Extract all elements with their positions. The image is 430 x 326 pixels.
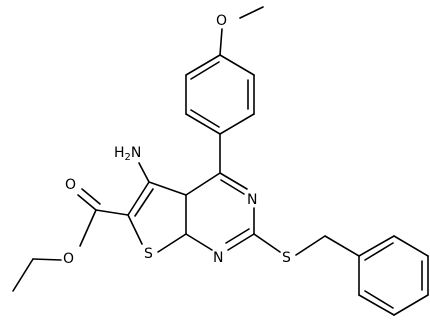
bond-ph-4 — [393, 294, 429, 316]
bond-c5-c6 — [127, 181, 150, 216]
bond-oxygen-aryl — [219, 28, 223, 56]
bond-ch2-phenyl — [324, 235, 360, 257]
bond-aryl-3 — [219, 113, 255, 135]
bond-s-ch2 — [295, 235, 326, 256]
bond-methyl-oxygen — [239, 6, 264, 19]
bond-n1-c7a — [185, 233, 213, 251]
bond-c4a-c5 — [148, 181, 187, 196]
amino-label: H2N — [114, 145, 141, 163]
thioether-sulfur-label: S — [282, 250, 291, 266]
bond-aryl-6 — [185, 54, 221, 76]
bond-c5-amino — [138, 162, 150, 183]
bond-ph-1 — [358, 235, 395, 257]
bond-ethyl — [12, 258, 34, 292]
nitrogen-top-label: N — [247, 192, 257, 208]
bond-c2-n1-double — [225, 228, 250, 244]
methoxy-oxygen-label: O — [216, 13, 227, 29]
bond-s7-c7a — [157, 233, 187, 253]
bond-ph-5-double — [364, 290, 394, 309]
bond-carbonyl-ester-oxygen — [79, 209, 97, 247]
bond-aryl-4-double — [190, 109, 220, 128]
bond-c4-n3-double — [220, 179, 245, 195]
ester-oxygen-label: O — [63, 251, 74, 267]
bond-ph-1-double — [364, 242, 394, 261]
bonds — [12, 6, 429, 316]
bond-c6-carbonyl — [95, 209, 129, 216]
bond-c2-s — [253, 233, 281, 253]
bond-aryl-1 — [219, 54, 255, 76]
atom-labels: H2N S S N N O O O — [63, 13, 291, 267]
bond-ester-oxygen-ethyl — [32, 258, 62, 261]
bond-c5-c6-double — [134, 188, 154, 217]
bond-c6-s7 — [127, 214, 143, 245]
bond-c4-n3 — [219, 172, 248, 190]
carbonyl-oxygen-label: O — [65, 177, 76, 193]
bond-ph-2 — [393, 235, 429, 257]
ring-sulfur-label: S — [144, 246, 153, 262]
bond-carbonyl-oxygen — [77, 194, 97, 211]
bond-ph-5 — [358, 294, 395, 316]
bond-carbonyl-oxygen-double — [81, 188, 101, 205]
bond-c4a-c4 — [185, 172, 221, 196]
bond-c2-n1 — [227, 233, 255, 251]
bond-aryl-6-double — [190, 61, 220, 80]
nitrogen-bottom-label: N — [213, 250, 223, 266]
bond-aryl-4 — [185, 113, 221, 135]
